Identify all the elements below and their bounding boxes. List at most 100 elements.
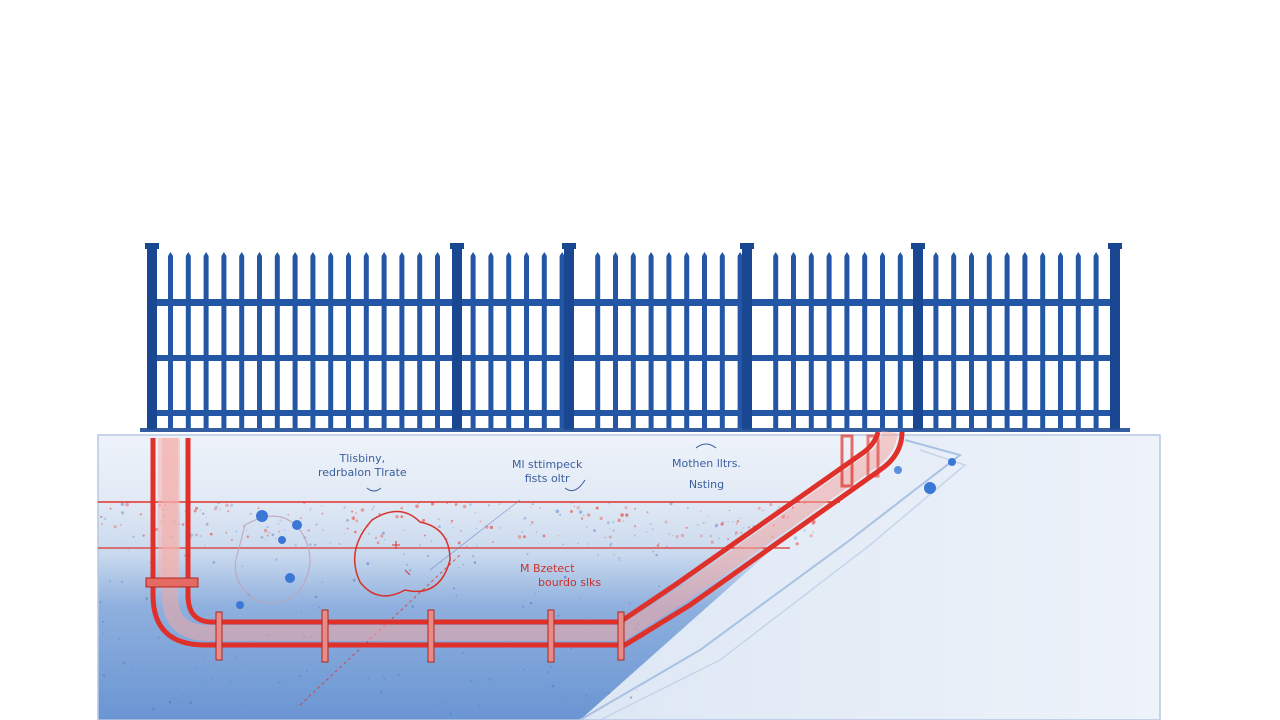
soil-speckle [229,503,234,507]
fence-picket-tip [1093,252,1099,256]
fence-picket-tip [844,252,850,256]
fence-picket-tip [630,252,636,256]
fence-picket-tip [862,252,868,256]
fence-picket-tip [168,252,173,256]
soil-speckle [735,522,738,525]
soil-speckle [734,534,737,536]
soil-speckle [634,507,636,510]
soil-speckle [131,668,133,670]
fence-post [1110,246,1120,430]
soil-speckle [403,529,405,532]
label-arc-left [366,487,382,492]
fence-picket [951,256,957,428]
soil-speckle [437,518,440,521]
fence-post [452,246,462,430]
picket-fence [140,243,1130,432]
soil-speckle [400,506,404,510]
soil-speckle [617,518,621,523]
soil-speckle [212,561,216,564]
soil-speckle [279,519,282,522]
soil-speckle [241,565,243,568]
soil-speckle [757,506,761,510]
soil-speckle [354,530,357,534]
soil-speckle [202,679,204,681]
soil-speckle [257,507,260,510]
soil-speckle [199,509,201,511]
soil-speckle [376,541,380,545]
slope-bank-edge [579,439,963,720]
soil-speckle [202,512,205,515]
fence-picket-tip [951,252,957,256]
soil-speckle [530,524,532,526]
soil-speckle [381,531,385,535]
soil-speckle [522,605,525,609]
soil-speckle [249,512,252,515]
soil-speckle [700,534,703,538]
soil-speckle [415,504,419,509]
fence-post-cap [450,243,464,249]
soil-speckle [520,570,522,572]
fence-picket [506,256,512,428]
fence-picket-tip [969,252,974,256]
fence-picket [363,256,369,428]
soil-speckle [406,563,409,566]
label-bottom-line2: bourdo slks [538,576,602,589]
label-center-line1: Ml sttimpeck [512,458,583,471]
soil-speckle [352,578,356,582]
soil-speckle [778,505,780,508]
soil-speckle [629,602,631,604]
fence-picket-tip [1058,252,1063,256]
soil-speckle [732,521,734,523]
soil-speckle [531,502,534,506]
soil-speckle [189,701,193,705]
label-right: Mothen lltrs. Nsting [672,457,741,492]
soil-speckle [103,517,107,521]
soil-speckle [409,569,412,572]
soil-speckle [118,637,121,640]
pipe-riser-right-a [840,434,854,488]
fence-picket-tip [808,252,814,256]
fence-picket [185,256,191,428]
fence-picket [1022,256,1028,428]
soil-speckle [457,541,461,545]
fence-picket-tip [541,252,547,256]
soil-speckle [182,694,184,696]
soil-speckle [576,506,581,510]
soil-speckle [608,535,612,539]
soil-speckle [411,605,414,608]
soil-speckle [351,516,356,521]
label-right-line2: Nsting [688,478,725,491]
fence-picket [702,256,707,428]
soil-speckle [646,511,649,514]
soil-speckle [570,647,573,650]
soil-speckle [668,533,670,535]
soil-speckle [469,679,473,682]
soil-speckle [606,521,610,525]
soil-speckle [246,704,248,706]
soil-speckle [287,514,290,516]
soil-speckle [812,520,816,524]
soil-speckle [346,519,349,522]
soil-speckle [612,521,615,524]
fence-picket [470,256,476,428]
fence-picket-tip [684,252,690,256]
label-center-line2: fists oltr [524,472,570,485]
soil-speckle [101,523,104,526]
red-pipe [145,430,905,663]
soil-speckle [722,520,725,524]
soil-speckle [727,521,729,523]
soil-speckle [230,680,232,682]
fence-picket [666,256,672,428]
soil-speckle [301,612,303,614]
fence-picket-tip [880,252,885,256]
fence-picket-tip [435,252,440,256]
soil-speckle [446,502,449,505]
soil-speckle [624,506,628,510]
fence-picket [826,256,832,428]
fence-picket [1093,256,1099,428]
fence-picket-tip [203,252,209,256]
soil-speckle [430,540,433,542]
soil-speckle [435,704,437,706]
label-bottom-line1: M Bzetect [520,562,575,575]
fence-picket [613,256,618,428]
